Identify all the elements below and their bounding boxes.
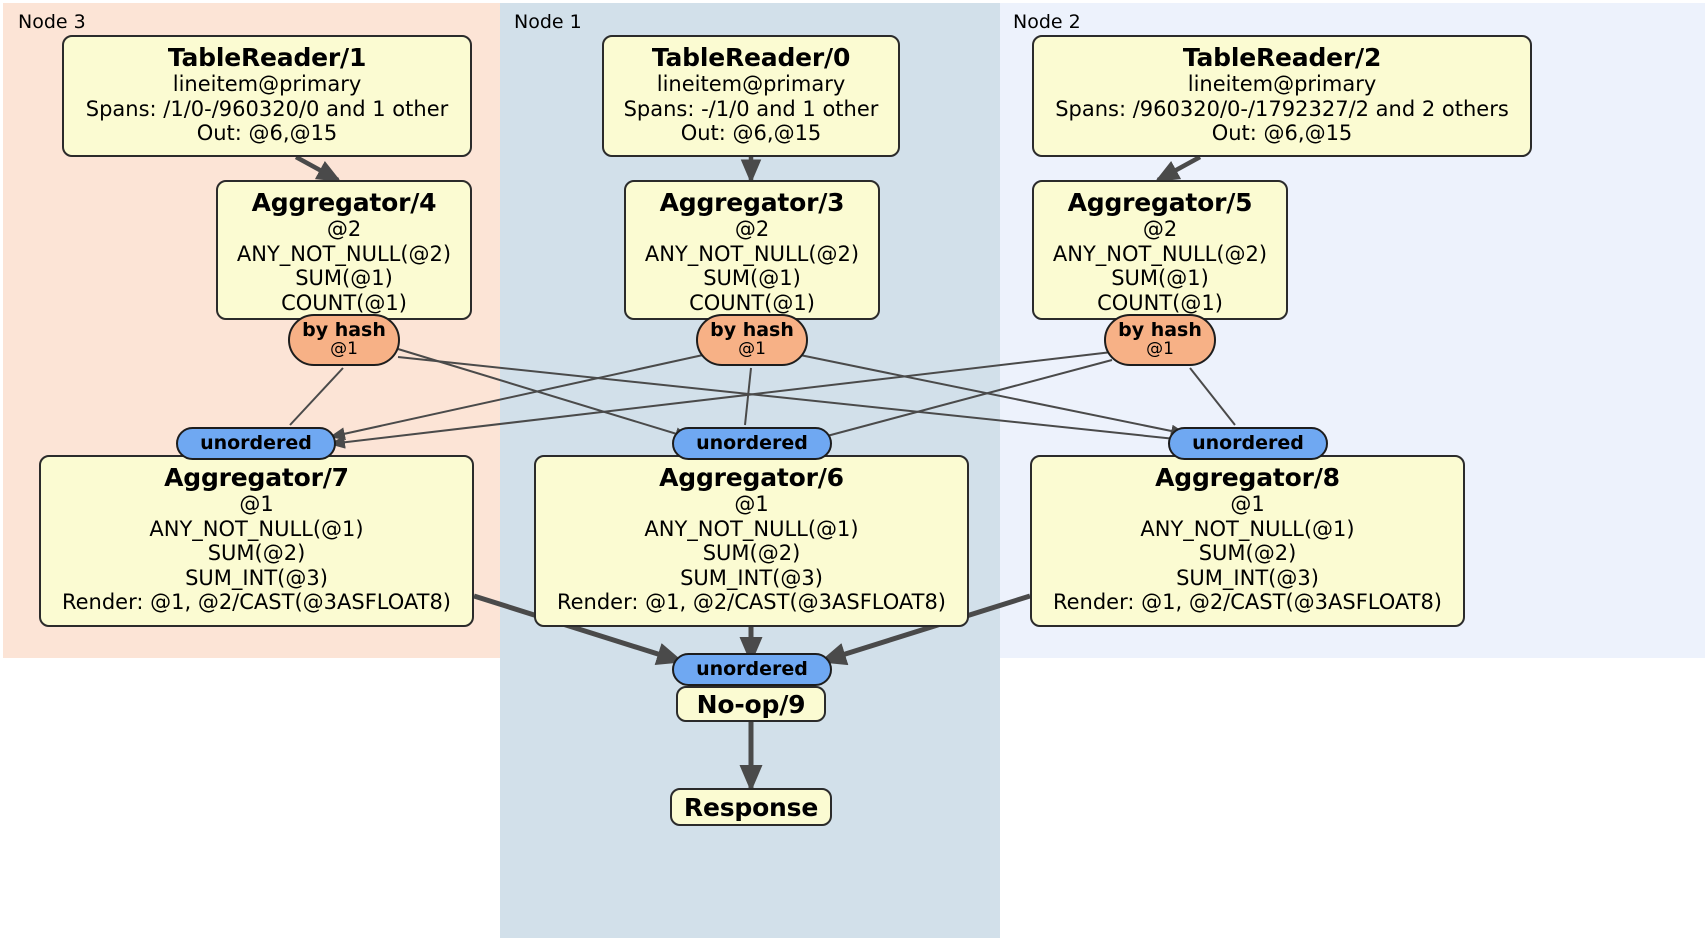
router-label: unordered	[200, 431, 312, 454]
processor-detail: SUM_INT(@3)	[680, 565, 823, 590]
processor-table-reader-2[interactable]: TableReader/2 lineitem@primary Spans: /9…	[1032, 35, 1532, 157]
region-label-node-2: Node 2	[1013, 11, 1081, 33]
processor-detail: Out: @6,@15	[196, 121, 338, 146]
processor-no-op-9[interactable]: No-op/9	[676, 686, 826, 722]
processor-detail: @2	[1142, 217, 1178, 241]
processor-detail: SUM(@1)	[703, 266, 801, 291]
processor-detail: Spans: -/1/0 and 1 other	[623, 96, 879, 121]
processor-title: Response	[683, 793, 819, 822]
processor-detail: Render: @1, @2/CAST(@3ASFLOAT8)	[61, 590, 452, 615]
processor-detail: ANY_NOT_NULL(@1)	[644, 516, 859, 541]
router-by-hash-aggregator-4[interactable]: by hash @1	[288, 314, 400, 366]
processor-detail: SUM_INT(@3)	[185, 565, 328, 590]
processor-aggregator-8[interactable]: Aggregator/8 @1 ANY_NOT_NULL(@1) SUM(@2)…	[1030, 455, 1465, 627]
processor-detail: SUM(@2)	[1198, 541, 1297, 566]
processor-detail: ANY_NOT_NULL(@2)	[236, 241, 452, 266]
processor-detail: COUNT(@1)	[281, 290, 407, 315]
router-sublabel: @1	[330, 339, 358, 360]
router-sublabel: @1	[738, 339, 766, 360]
processor-response[interactable]: Response	[670, 788, 832, 826]
router-label: by hash	[1118, 319, 1202, 342]
processor-detail: Spans: /960320/0-/1792327/2 and 2 others	[1055, 96, 1509, 121]
processor-aggregator-6[interactable]: Aggregator/6 @1 ANY_NOT_NULL(@1) SUM(@2)…	[534, 455, 969, 627]
processor-detail: COUNT(@1)	[689, 290, 815, 315]
processor-table-reader-0[interactable]: TableReader/0 lineitem@primary Spans: -/…	[602, 35, 900, 157]
processor-title: TableReader/1	[167, 43, 367, 72]
synchronizer-unordered-aggregator-8[interactable]: unordered	[1168, 427, 1328, 460]
processor-title: TableReader/2	[1182, 43, 1382, 72]
processor-title: Aggregator/5	[1067, 188, 1253, 217]
router-by-hash-aggregator-5[interactable]: by hash @1	[1104, 314, 1216, 366]
processor-detail: lineitem@primary	[656, 72, 846, 96]
processor-detail: Render: @1, @2/CAST(@3ASFLOAT8)	[1052, 590, 1443, 615]
processor-detail: @2	[326, 217, 362, 241]
processor-detail: Render: @1, @2/CAST(@3ASFLOAT8)	[556, 590, 947, 615]
processor-detail: Out: @6,@15	[680, 121, 822, 146]
processor-detail: SUM(@2)	[207, 541, 306, 566]
processor-title: Aggregator/7	[164, 463, 349, 492]
processor-title: Aggregator/4	[251, 188, 437, 217]
processor-aggregator-7[interactable]: Aggregator/7 @1 ANY_NOT_NULL(@1) SUM(@2)…	[39, 455, 474, 627]
processor-detail: Spans: /1/0-/960320/0 and 1 other	[85, 96, 449, 121]
router-label: unordered	[696, 431, 808, 454]
region-label-node-3: Node 3	[18, 11, 86, 33]
processor-detail: Out: @6,@15	[1211, 121, 1353, 146]
processor-detail: SUM_INT(@3)	[1176, 565, 1319, 590]
processor-detail: ANY_NOT_NULL(@2)	[644, 241, 860, 266]
router-label: unordered	[696, 657, 808, 680]
router-sublabel: @1	[1146, 339, 1174, 360]
processor-title: TableReader/0	[651, 43, 851, 72]
processor-aggregator-5[interactable]: Aggregator/5 @2 ANY_NOT_NULL(@2) SUM(@1)…	[1032, 180, 1288, 320]
router-label: unordered	[1192, 431, 1304, 454]
processor-table-reader-1[interactable]: TableReader/1 lineitem@primary Spans: /1…	[62, 35, 472, 157]
processor-detail: ANY_NOT_NULL(@1)	[149, 516, 364, 541]
processor-detail: SUM(@2)	[702, 541, 801, 566]
processor-detail: @2	[734, 217, 770, 241]
synchronizer-unordered-no-op-9[interactable]: unordered	[672, 653, 832, 686]
processor-detail: SUM(@1)	[1111, 266, 1209, 291]
synchronizer-unordered-aggregator-7[interactable]: unordered	[176, 427, 336, 460]
processor-aggregator-3[interactable]: Aggregator/3 @2 ANY_NOT_NULL(@2) SUM(@1)…	[624, 180, 880, 320]
processor-detail: ANY_NOT_NULL(@2)	[1052, 241, 1268, 266]
processor-aggregator-4[interactable]: Aggregator/4 @2 ANY_NOT_NULL(@2) SUM(@1)…	[216, 180, 472, 320]
processor-detail: ANY_NOT_NULL(@1)	[1140, 516, 1355, 541]
processor-title: No-op/9	[696, 690, 806, 719]
processor-detail: COUNT(@1)	[1097, 290, 1223, 315]
processor-title: Aggregator/3	[659, 188, 845, 217]
processor-detail: @1	[734, 492, 769, 516]
synchronizer-unordered-aggregator-6[interactable]: unordered	[672, 427, 832, 460]
router-label: by hash	[710, 319, 794, 342]
router-by-hash-aggregator-3[interactable]: by hash @1	[696, 314, 808, 366]
processor-title: Aggregator/8	[1155, 463, 1340, 492]
processor-detail: lineitem@primary	[1187, 72, 1377, 96]
processor-detail: @1	[1230, 492, 1265, 516]
processor-detail: @1	[239, 492, 274, 516]
region-label-node-1: Node 1	[514, 11, 582, 33]
processor-detail: lineitem@primary	[172, 72, 362, 96]
router-label: by hash	[302, 319, 386, 342]
processor-detail: SUM(@1)	[295, 266, 393, 291]
processor-title: Aggregator/6	[659, 463, 844, 492]
